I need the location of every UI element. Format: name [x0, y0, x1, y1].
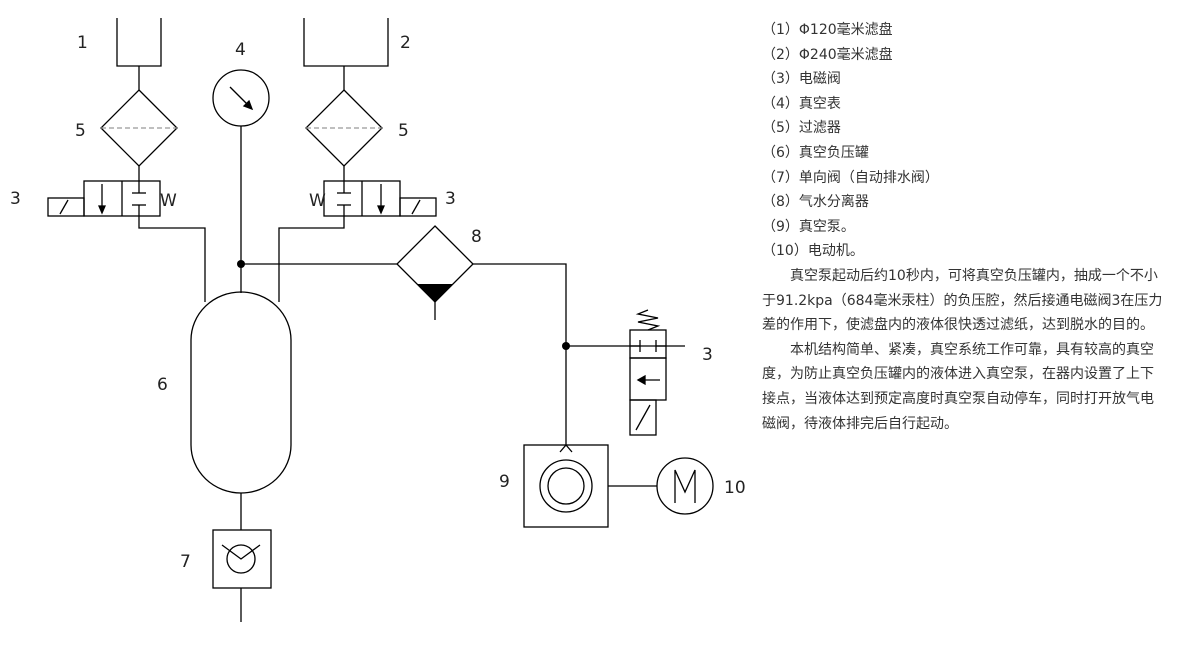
junction-dot-gauge	[237, 260, 245, 268]
check-valve	[212, 529, 272, 622]
label-5-right: 5	[398, 121, 409, 141]
label-2: 2	[400, 33, 411, 53]
legend-item-5: （5）过滤器	[762, 120, 841, 137]
legend-item-8: （8）气水分离器	[762, 194, 869, 211]
legend-item-3: （3）电磁阀	[762, 71, 841, 88]
label-10: 10	[724, 478, 746, 498]
label-3-vent: 3	[702, 345, 713, 365]
label-7: 7	[180, 552, 191, 572]
label-w-right: W	[309, 191, 326, 211]
label-5-left: 5	[75, 121, 86, 141]
filter-left	[100, 89, 178, 181]
label-6: 6	[157, 375, 168, 395]
legend-item-9: （9）真空泵。	[762, 218, 855, 235]
vacuum-system-schematic: 1 2 4 5 5 3 W W 3 8 3 6 9 10 7	[10, 18, 746, 622]
label-3-right: 3	[445, 189, 456, 209]
electric-motor	[656, 457, 714, 515]
label-9: 9	[499, 472, 510, 492]
label-8: 8	[471, 227, 482, 247]
legend-item-2: （2）Φ240毫米滤盘	[762, 46, 893, 63]
legend-panel: （1）Φ120毫米滤盘 （2）Φ240毫米滤盘 （3）电磁阀 （4）真空表 （5…	[762, 18, 1167, 436]
label-w-left: W	[160, 191, 177, 211]
filter-disc-2	[303, 18, 389, 90]
legend-item-4: （4）真空表	[762, 95, 841, 112]
filter-disc-1	[116, 18, 162, 90]
solenoid-valve-left	[47, 180, 206, 302]
gas-water-separator	[396, 225, 567, 445]
vacuum-tank	[190, 291, 292, 530]
description-paragraph-1: 真空泵起动后约10秒内，可将真空负压罐内，抽成一个不小于91.2kpa（684毫…	[762, 267, 1163, 334]
label-1: 1	[77, 33, 88, 53]
solenoid-valve-right	[278, 180, 437, 302]
label-3-left: 3	[10, 189, 21, 209]
vacuum-pump	[523, 444, 657, 528]
solenoid-valve-vent	[629, 309, 667, 436]
legend-item-1: （1）Φ120毫米滤盘	[762, 22, 893, 38]
vacuum-gauge	[212, 69, 270, 293]
legend-item-6: （6）真空负压罐	[762, 144, 869, 161]
legend-item-10: （10）电动机。	[762, 243, 864, 260]
label-4: 4	[235, 40, 246, 60]
legend-item-7: （7）单向阀（自动排水阀）	[762, 169, 939, 186]
junction-dot-pump	[562, 342, 570, 350]
filter-right	[305, 89, 383, 181]
description-paragraph-2: 本机结构简单、紧凑，真空系统工作可靠，具有较高的真空度，为防止真空负压罐内的液体…	[762, 341, 1154, 432]
